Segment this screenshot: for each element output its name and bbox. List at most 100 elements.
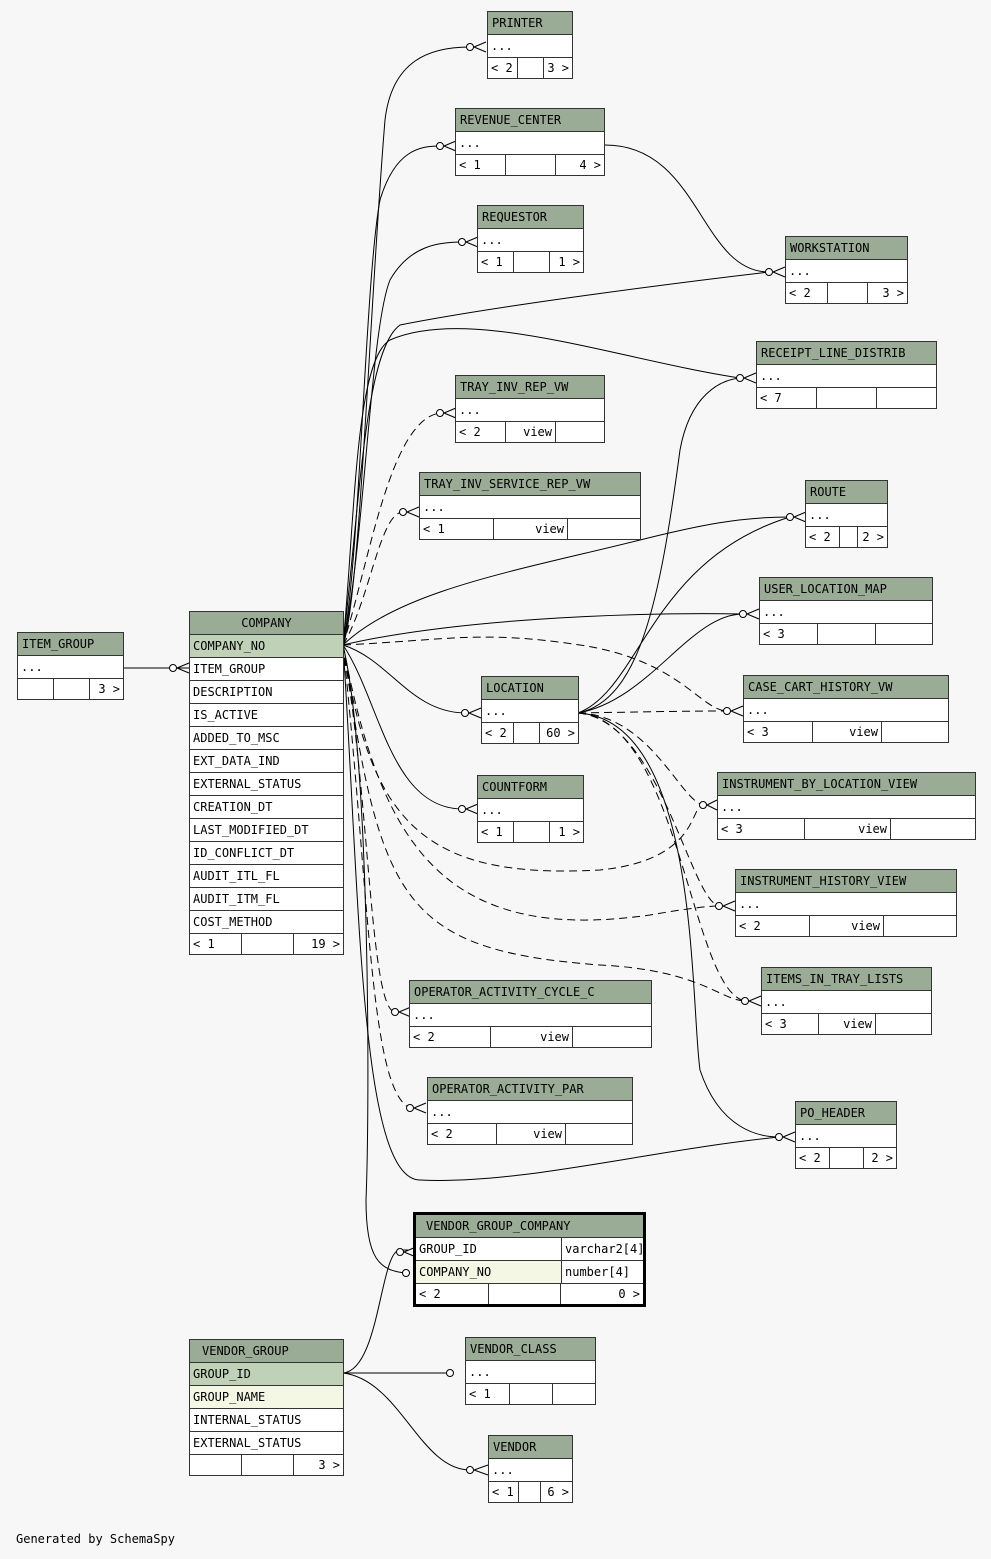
table-footer: < 1 19 > [190,934,343,954]
rel-company-receipt-line-distrib [342,328,741,646]
parents-count: < 2 [410,1027,491,1047]
rel-company-location [342,644,466,714]
row-count [519,1482,541,1502]
table-workstation[interactable]: WORKSTATION ... < 2 3 > [785,236,908,304]
table-operator-activity-cycle-c[interactable]: OPERATOR_ACTIVITY_CYCLE_C ... < 2 view [409,980,652,1048]
view-label: view [491,1027,573,1047]
table-footer: < 2 0 > [416,1284,643,1304]
column-name: GROUP_ID [419,1242,477,1256]
table-name: RECEIPT_LINE_DISTRIB [757,342,936,365]
row-count [514,822,550,842]
table-name: ITEMS_IN_TRAY_LISTS [762,968,931,991]
table-operator-activity-par[interactable]: OPERATOR_ACTIVITY_PAR ... < 2 view [427,1077,633,1145]
parents-count: < 3 [762,1014,819,1034]
table-body: ... [466,1361,595,1384]
rel-company-revenue-center [342,145,441,646]
rel-company-instrument-history-view [342,644,720,921]
generated-by-note: Generated by SchemaSpy [16,1532,175,1546]
marker-vgc-group [396,1248,404,1256]
row-count [817,388,877,408]
table-name: PO_HEADER [796,1102,896,1125]
column-description: DESCRIPTION [190,681,343,704]
parents-count: < 1 [489,1482,519,1502]
rel-location-route [577,516,791,714]
table-name: COMPANY [190,612,343,635]
table-footer: < 1 1 > [478,822,583,842]
table-po-header[interactable]: PO_HEADER ... < 2 2 > [795,1101,897,1169]
table-body: ... [456,399,604,422]
table-vendor-group-company[interactable]: VENDOR_GROUP_COMPANY GROUP_ID varchar2[4… [413,1212,646,1307]
marker-requestor [458,238,466,246]
rel-company-printer [342,46,471,646]
view-label: view [805,819,891,839]
column-type: number[4] [561,1261,643,1283]
table-instrument-by-location-view[interactable]: INSTRUMENT_BY_LOCATION_VIEW ... < 3 view [717,772,976,840]
marker-receipt-line-distrib [736,374,744,382]
table-body: ... [489,1459,572,1482]
table-countform[interactable]: COUNTFORM ... < 1 1 > [477,775,584,843]
children-count: 0 > [618,1287,640,1301]
table-vendor[interactable]: VENDOR ... < 1 6 > [488,1435,573,1503]
view-label: view [813,722,882,742]
rel-company-po-header [342,644,780,1181]
table-user-location-map[interactable]: USER_LOCATION_MAP ... < 3 [759,577,933,645]
table-location[interactable]: LOCATION ... < 2 60 > [481,676,579,744]
table-footer: < 2 view [428,1124,632,1144]
table-body: ... [806,504,887,527]
children-count: 6 > [547,1485,569,1499]
table-requestor[interactable]: REQUESTOR ... < 1 1 > [477,205,584,273]
row-count [510,1384,553,1404]
table-vendor-class[interactable]: VENDOR_CLASS ... < 1 [465,1337,596,1405]
table-name: OPERATOR_ACTIVITY_PAR [428,1078,632,1101]
table-instrument-history-view[interactable]: INSTRUMENT_HISTORY_VIEW ... < 2 view [735,869,957,937]
rel-company-instrument-by-location-view [342,644,704,872]
column-ext-data-ind: EXT_DATA_IND [190,750,343,773]
parents-count: < 2 [428,1124,497,1144]
table-case-cart-history-vw[interactable]: CASE_CART_HISTORY_VW ... < 3 view [743,675,949,743]
table-item-group[interactable]: ITEM_GROUP ... 3 > [17,632,124,700]
rel-company-operator-activity-par [342,644,411,1109]
table-name: VENDOR_GROUP_COMPANY [416,1215,643,1238]
table-footer: < 2 3 > [786,283,907,303]
table-items-in-tray-lists[interactable]: ITEMS_IN_TRAY_LISTS ... < 3 view [761,967,932,1035]
table-vendor-group[interactable]: VENDOR_GROUP GROUP_ID GROUP_NAME INTERNA… [189,1339,344,1476]
view-label: view [810,916,884,936]
parents-count: < 2 [786,283,828,303]
children-count [573,1027,651,1047]
column-audit-itl-fl: AUDIT_ITL_FL [190,865,343,888]
table-footer: < 1 [466,1384,595,1404]
table-name: OPERATOR_ACTIVITY_CYCLE_C [410,981,651,1004]
view-label: view [819,1014,876,1034]
rel-location-case-cart-history-vw [577,710,728,714]
table-body: ... [744,699,948,722]
parents-count: < 3 [744,722,813,742]
table-receipt-line-distrib[interactable]: RECEIPT_LINE_DISTRIB ... < 7 [756,341,937,409]
marker-route [786,513,794,521]
rel-revenue-center-workstation [604,144,770,273]
column-cost-method: COST_METHOD [190,911,343,934]
table-footer: < 3 [760,624,932,644]
children-count [891,819,975,839]
rel-location-user-location-map [577,613,744,714]
table-revenue-center[interactable]: REVENUE_CENTER ... < 1 4 > [455,108,605,176]
table-name: TRAY_INV_REP_VW [456,376,604,399]
table-company[interactable]: COMPANY COMPANY_NO ITEM_GROUP DESCRIPTIO… [189,611,344,955]
table-printer[interactable]: PRINTER ... < 2 3 > [487,11,573,79]
rel-location-instrument-history-view [577,712,720,907]
table-footer: < 2 view [736,916,956,936]
parents-count: < 2 [416,1284,489,1304]
rel-company-workstation [342,271,770,646]
marker-vendor [466,1466,474,1474]
table-footer: < 3 view [744,722,948,742]
children-count: 4 > [579,158,601,172]
marker-vgc-company [402,1269,410,1277]
table-name: CASE_CART_HISTORY_VW [744,676,948,699]
table-name: VENDOR_GROUP [190,1340,343,1363]
table-tray-inv-service-rep-vw[interactable]: TRAY_INV_SERVICE_REP_VW ... < 1 view [419,472,641,540]
table-body: ... [736,893,956,916]
table-tray-inv-rep-vw[interactable]: TRAY_INV_REP_VW ... < 2 view [455,375,605,443]
table-name: ITEM_GROUP [18,633,123,656]
table-route[interactable]: ROUTE ... < 2 2 > [805,480,888,548]
table-name: PRINTER [488,12,572,35]
view-label: view [497,1124,566,1144]
